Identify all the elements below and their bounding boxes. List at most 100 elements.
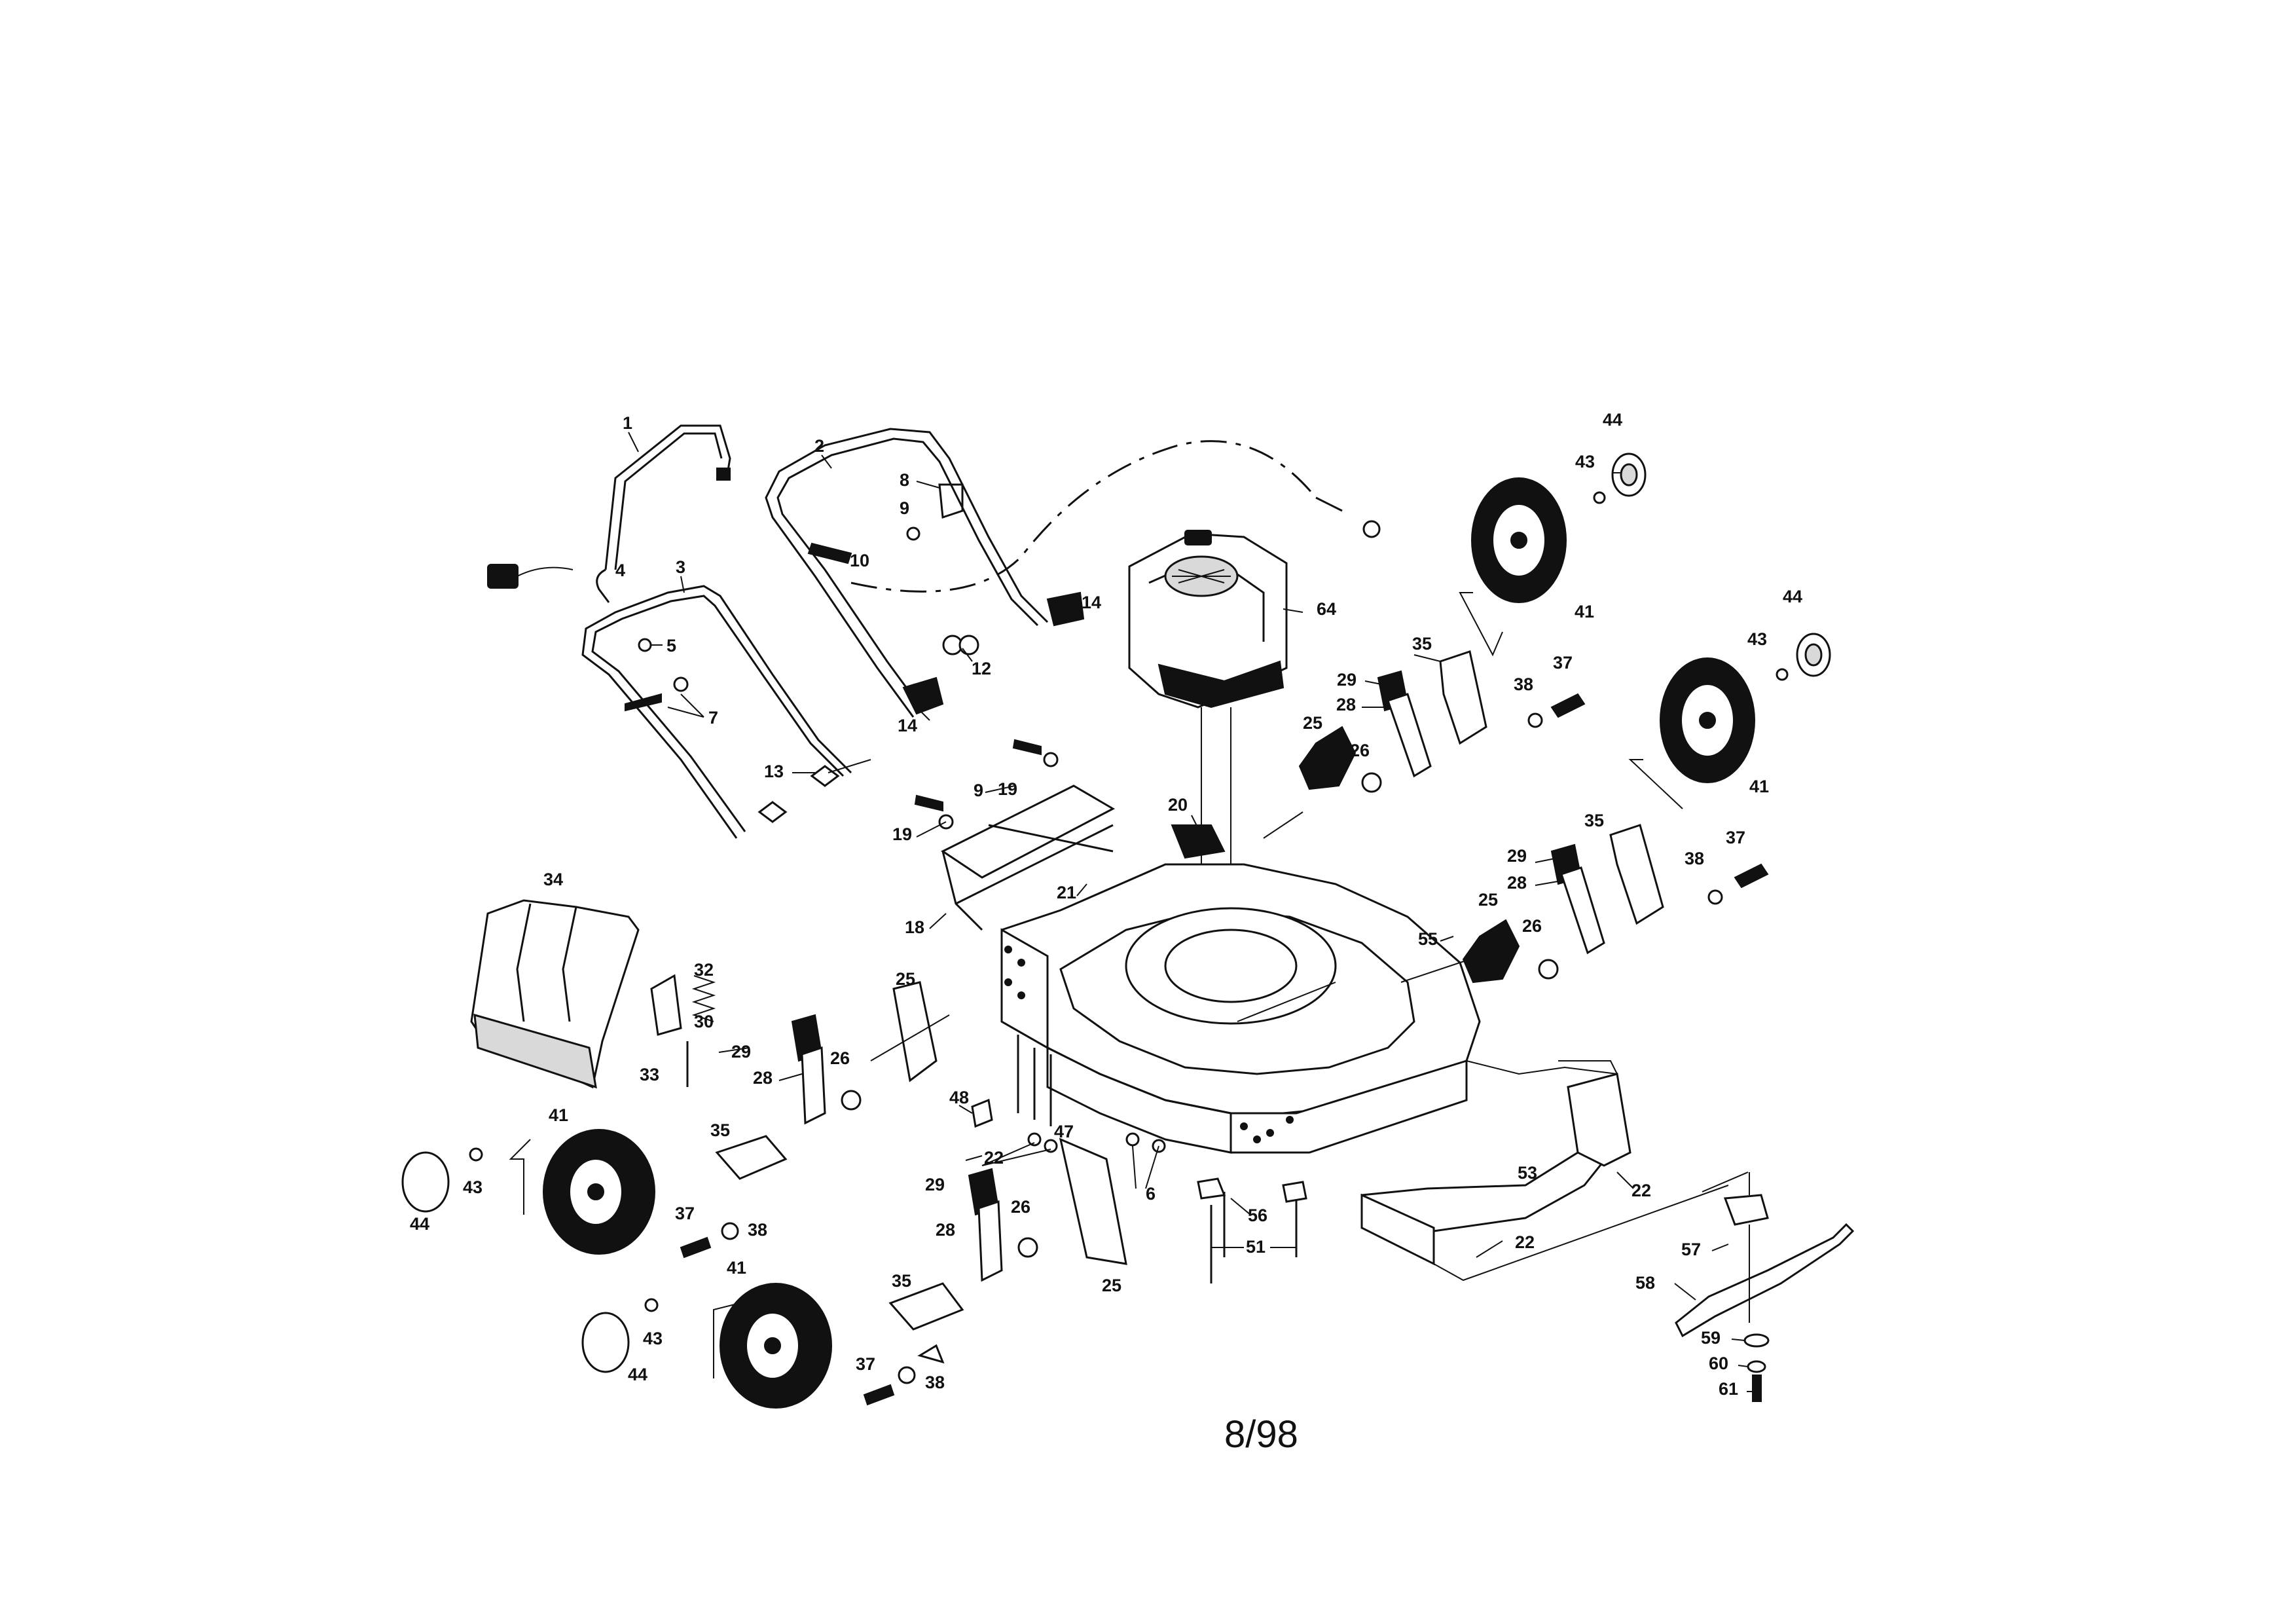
- callout-label: 25: [1478, 890, 1498, 910]
- callout-label: 29: [1337, 670, 1357, 690]
- callout-label: 20: [1168, 795, 1188, 815]
- callout-label: 41: [727, 1258, 746, 1278]
- callout-label: 21: [1057, 883, 1076, 902]
- grass-bag-part: [470, 899, 640, 1089]
- main-handle-part: [765, 428, 1085, 718]
- callout-label: 25: [1102, 1276, 1121, 1295]
- height-adjuster-lower-left-1: [715, 981, 938, 1180]
- callout-label: 6: [1146, 1184, 1156, 1204]
- callout-label: 60: [1709, 1354, 1728, 1373]
- callout-label: 43: [643, 1329, 663, 1348]
- callout-label: 38: [1514, 674, 1533, 694]
- callout-label: 28: [936, 1220, 955, 1240]
- callout-label: 32: [694, 960, 714, 980]
- callout-label: 58: [1635, 1273, 1655, 1293]
- callout-label: 10: [850, 551, 869, 570]
- callout-label: 44: [1783, 587, 1802, 606]
- callout-label: 38: [925, 1373, 945, 1392]
- callout-label: 14: [1082, 593, 1101, 612]
- axle-bolts: [680, 1222, 916, 1406]
- callout-label: 8: [900, 470, 909, 490]
- callout-label: 35: [1412, 634, 1432, 654]
- rear-baffle-part: [914, 739, 1116, 931]
- callout-label: 18: [905, 917, 924, 937]
- callout-label: 41: [549, 1105, 568, 1125]
- spring-bracket: [650, 974, 716, 1087]
- callout-label: 61: [1719, 1379, 1738, 1399]
- callout-label: 29: [1507, 846, 1527, 866]
- callout-label: 5: [666, 636, 676, 655]
- callout-label: 22: [1515, 1232, 1535, 1252]
- upper-handle-part: [604, 424, 731, 570]
- callout-label: 4: [615, 561, 625, 580]
- callout-labels: 1 2 3 4 5 7 8 9 10 12 13 14 14 64 44 43 …: [410, 410, 1802, 1399]
- callout-label: 43: [1747, 629, 1767, 649]
- callout-label: 37: [856, 1354, 875, 1374]
- callout-label: 53: [1518, 1163, 1537, 1183]
- callout-label: 37: [675, 1204, 695, 1223]
- callout-label: 7: [708, 708, 718, 728]
- callout-label: 19: [892, 824, 912, 844]
- callout-label: 38: [1685, 849, 1704, 868]
- callout-label: 9: [974, 781, 983, 800]
- callout-label: 43: [1575, 452, 1595, 471]
- callout-label: 28: [1336, 695, 1356, 714]
- callout-label: 28: [753, 1068, 773, 1088]
- callout-label: 43: [463, 1177, 483, 1197]
- callout-label: 26: [830, 1048, 850, 1068]
- callout-label: 26: [1350, 741, 1370, 760]
- callout-label: 25: [1303, 713, 1322, 733]
- callout-label: 28: [1507, 873, 1527, 893]
- height-adjuster-lower-left-2: [888, 1137, 1127, 1364]
- callout-label: 26: [1011, 1197, 1030, 1217]
- callout-label: 48: [949, 1088, 969, 1107]
- height-adjuster-upper-right-1: [1298, 650, 1586, 793]
- callout-label: 33: [640, 1065, 659, 1084]
- callout-label: 26: [1522, 916, 1542, 936]
- callout-label: 37: [1726, 828, 1745, 847]
- lower-handle-part: [581, 585, 871, 839]
- throttle-cable: [850, 440, 1317, 593]
- skirt-link-line: [1433, 1185, 1729, 1282]
- callout-label: 1: [623, 413, 632, 433]
- callout-label: 29: [925, 1175, 945, 1194]
- callout-label: 51: [1246, 1237, 1266, 1257]
- wheel-lower-2: [720, 1283, 832, 1409]
- callout-label: 37: [1553, 653, 1573, 673]
- callout-label: 44: [1603, 410, 1622, 430]
- callout-label: 13: [764, 762, 784, 781]
- callout-label: 25: [896, 969, 915, 989]
- callout-label: 41: [1575, 602, 1594, 621]
- callout-label: 64: [1317, 599, 1336, 619]
- callout-label: 14: [898, 716, 917, 735]
- callout-label: 47: [1054, 1122, 1074, 1141]
- callout-label: 57: [1681, 1240, 1701, 1259]
- callout-label: 55: [1418, 929, 1438, 949]
- wheel-lower-1: [543, 1129, 655, 1255]
- callout-label: 22: [1631, 1181, 1651, 1200]
- callout-label: 35: [710, 1120, 730, 1140]
- callout-label: 34: [543, 870, 563, 889]
- wheel-upper-1: [1471, 477, 1567, 603]
- switch-and-wire: [487, 564, 610, 603]
- callout-label: 56: [1248, 1206, 1267, 1225]
- blade-part: [1675, 1172, 1855, 1402]
- wheel-upper-2: [1660, 657, 1755, 783]
- callout-label: 3: [676, 557, 685, 577]
- leader-lines: [628, 432, 1753, 1392]
- callout-label: 38: [748, 1220, 767, 1240]
- callout-label: 29: [731, 1042, 751, 1061]
- callout-label: 30: [694, 1012, 714, 1031]
- callout-label: 44: [410, 1214, 429, 1234]
- handle-hardware: [625, 483, 979, 823]
- callout-label: 59: [1701, 1328, 1721, 1348]
- callout-label: 41: [1749, 777, 1769, 796]
- callout-label: 35: [1584, 811, 1604, 830]
- revision-date: 8/98: [1224, 1413, 1298, 1456]
- engine-part: [1128, 530, 1288, 709]
- callout-label: 12: [972, 659, 991, 678]
- callout-label: 44: [628, 1365, 647, 1384]
- callout-label: 35: [892, 1271, 911, 1291]
- callout-label: 2: [814, 436, 824, 456]
